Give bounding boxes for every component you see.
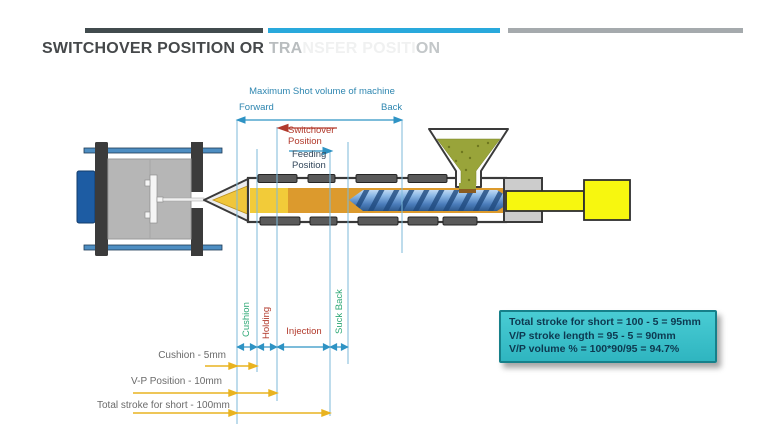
piston-block	[583, 179, 631, 221]
title-faded-part-3: ON	[415, 40, 441, 57]
feeding-arrow	[289, 146, 334, 156]
piston-rod	[505, 190, 585, 212]
feeding-label-line2: Position	[292, 160, 326, 171]
sprue-line	[162, 197, 205, 202]
top-bar-blue	[268, 28, 500, 33]
switchover-position-label: Switchover Position	[288, 125, 334, 147]
max-shot-volume-label: Maximum Shot volume of machine	[249, 86, 395, 97]
injection-phase-label: Injection	[286, 326, 322, 337]
back-label: Back	[381, 102, 403, 113]
platen-right-top	[191, 142, 203, 192]
phase-dimension-row	[236, 343, 349, 351]
switchover-arrow	[276, 123, 337, 133]
granule-texture	[447, 141, 490, 182]
total-stroke-dimension-label: Total stroke for short - 100mm	[97, 400, 230, 411]
cushion-dimension-label: Cushion - 5mm	[158, 350, 226, 361]
throat-granules	[459, 183, 476, 189]
top-bar-gray	[508, 28, 743, 33]
page-title: SWITCHOVER POSITION OR TRANSFER POSITION	[42, 40, 440, 58]
title-visible-part: SWITCHOVER POSITION OR	[42, 40, 269, 57]
vp-position-dimension-label: V-P Position - 10mm	[131, 376, 222, 387]
clamping-unit	[76, 142, 223, 256]
molded-part	[144, 174, 164, 224]
cushion-phase-label: Cushion	[241, 302, 252, 337]
platen-right-bottom	[191, 208, 203, 256]
tie-bar-top	[83, 147, 223, 154]
forward-label: Forward	[239, 102, 274, 113]
title-faded-part-1: TRA	[268, 40, 303, 57]
info-line-vp-stroke: V/P stroke length = 95 - 5 = 90mm	[509, 329, 676, 342]
hopper	[428, 128, 509, 193]
feeding-label-line1: Feeding	[292, 149, 327, 160]
screw	[349, 190, 505, 211]
tie-bar-bottom	[83, 244, 223, 251]
info-line-vp-volume: V/P volume % = 100*90/95 = 94.7%	[509, 343, 680, 355]
platen-left	[95, 142, 108, 256]
title-faded-part-2: NSFER POSITI	[302, 40, 416, 57]
top-bar-dark	[85, 28, 263, 33]
clamp-cylinder	[76, 170, 96, 224]
suck-back-phase-label: Suck Back	[334, 289, 345, 334]
info-line-total-stroke: Total stroke for short = 100 - 5 = 95mm	[509, 316, 701, 328]
max-shot-dimension-arrow	[235, 116, 404, 124]
yellow-dimension-rows	[133, 361, 332, 418]
calculation-info-box: Total stroke for short = 100 - 5 = 95mm …	[499, 310, 717, 363]
switchover-label-line2: Position	[288, 136, 322, 147]
dimension-arrows	[133, 116, 404, 418]
holding-phase-label: Holding	[261, 306, 272, 339]
melt-front	[250, 188, 288, 213]
switchover-label-line1: Switchover	[288, 125, 335, 136]
construction-lines	[236, 120, 403, 424]
throat-melt	[459, 189, 476, 193]
injection-unit	[203, 128, 631, 226]
feeding-position-label: Feeding Position	[292, 149, 326, 171]
